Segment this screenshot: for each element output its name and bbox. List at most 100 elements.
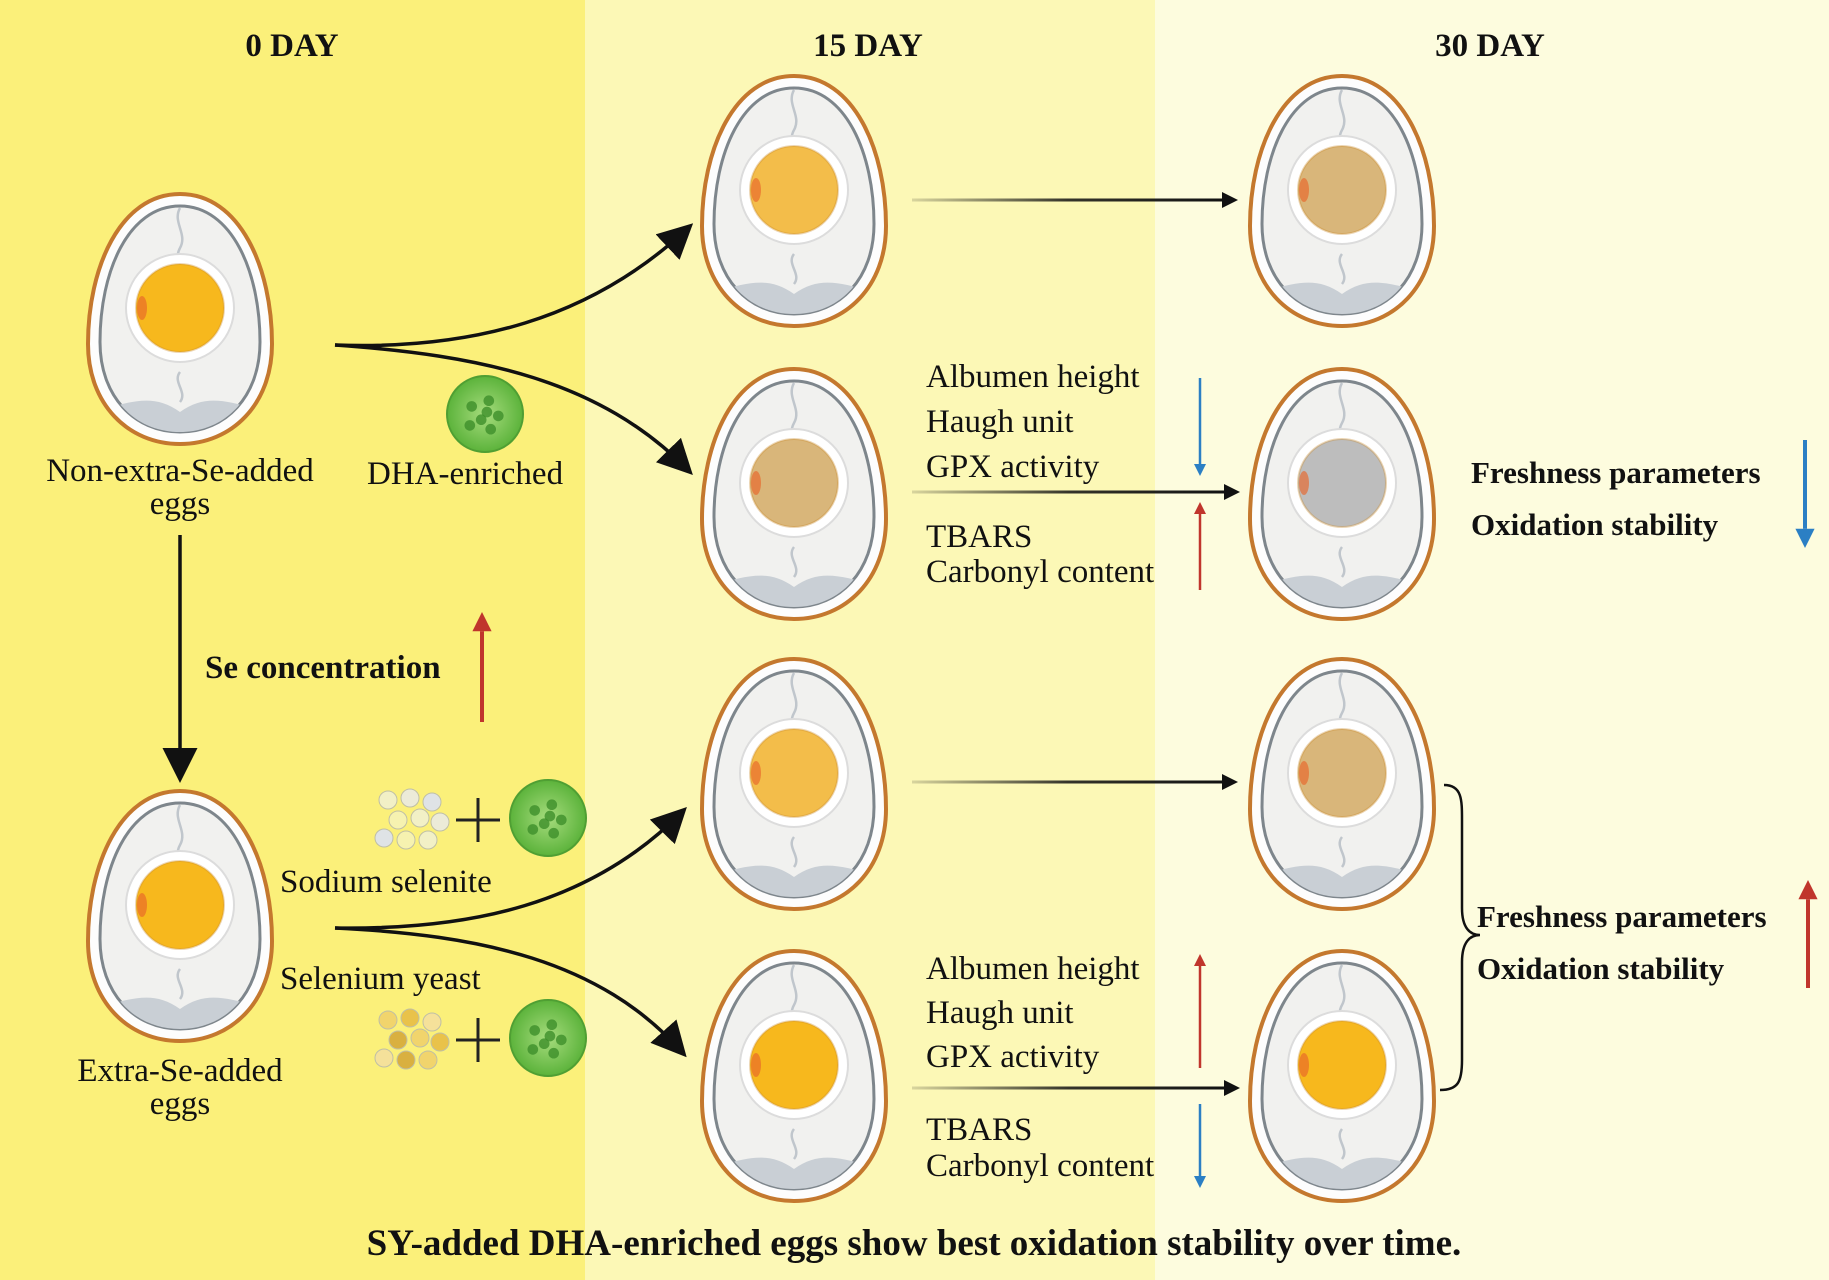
- param-albumen-height: Albumen height: [926, 359, 1140, 395]
- upper-freshness-params: Albumen height Haugh unit GPX activity: [926, 355, 1140, 490]
- yolk: [1297, 728, 1387, 818]
- egg-day15-sodium-selenite: [699, 656, 889, 912]
- brace-se-added-groups: [1439, 783, 1481, 1092]
- trend-up-arrow-se-concentration: [472, 612, 492, 722]
- granule: [388, 810, 408, 830]
- granule: [374, 828, 394, 848]
- granule: [418, 830, 438, 850]
- air-cell: [1262, 1157, 1422, 1189]
- param-haugh-unit: Haugh unit: [926, 404, 1074, 440]
- background-day0: [0, 0, 585, 1280]
- param-tbars: TBARS: [926, 519, 1033, 555]
- air-cell: [100, 400, 260, 432]
- yolk: [1297, 1020, 1387, 1110]
- air-cell: [100, 997, 260, 1029]
- granule: [400, 1008, 420, 1028]
- chalaza-bottom: [790, 546, 798, 578]
- yolk: [135, 263, 225, 353]
- upper-oxidation-params: TBARS Carbonyl content: [926, 520, 1154, 590]
- param-tbars: TBARS: [926, 1112, 1033, 1148]
- air-cell: [714, 282, 874, 314]
- chalaza-bottom: [1338, 836, 1346, 868]
- day0-header: 0 DAY: [245, 28, 339, 64]
- granule: [374, 1048, 394, 1068]
- chalaza-bottom: [1338, 546, 1346, 578]
- outcome-oxidation: Oxidation stability: [1477, 951, 1725, 986]
- yolk: [749, 1020, 839, 1110]
- arrow-day15-to-day30-selenium-yeast: [912, 1086, 1226, 1090]
- egg-day15-dha: [699, 366, 889, 622]
- arrow-day0-to-day15-control: [334, 223, 694, 348]
- selenium-yeast-label: Selenium yeast: [280, 961, 481, 997]
- granule: [430, 812, 450, 832]
- selenium-yeast-granules-icon: [374, 1008, 450, 1070]
- chalaza-bottom: [1338, 253, 1346, 285]
- param-carbonyl-content: Carbonyl content: [926, 554, 1155, 590]
- air-cell: [714, 575, 874, 607]
- trend-up-arrow-lower-freshness: [1194, 954, 1206, 1068]
- param-gpx-activity: GPX activity: [926, 449, 1100, 485]
- arrow-day0-to-day15-selenium-yeast: [334, 926, 687, 1058]
- dha-algae-icon-yeast: [509, 999, 587, 1077]
- yolk: [1297, 145, 1387, 235]
- granule: [410, 1028, 430, 1048]
- trend-up-arrow-upper-oxidation: [1194, 502, 1206, 590]
- air-cell: [1262, 865, 1422, 897]
- yolk: [1297, 438, 1387, 528]
- air-cell: [1262, 575, 1422, 607]
- yolk-germ-spot: [1299, 471, 1309, 495]
- granule: [430, 1032, 450, 1052]
- egg-day0-extra: [85, 788, 275, 1044]
- granule: [410, 808, 430, 828]
- granule: [422, 1012, 442, 1032]
- lower-oxidation-params: TBARS Carbonyl content: [926, 1112, 1154, 1184]
- arrow-day15-to-day30-dha: [912, 490, 1226, 494]
- granule: [388, 1030, 408, 1050]
- day30-header: 30 DAY: [1435, 28, 1545, 64]
- granule: [422, 792, 442, 812]
- plus-sign-yeast: [456, 1018, 500, 1062]
- arrow-day15-to-day30-control: [912, 198, 1224, 202]
- egg-day30-dha: [1247, 366, 1437, 622]
- yolk-germ-spot: [751, 761, 761, 785]
- air-cell: [1262, 282, 1422, 314]
- egg-day15-selenium-yeast: [699, 948, 889, 1204]
- yolk-germ-spot: [751, 178, 761, 202]
- granule: [378, 790, 398, 810]
- upper-outcomes: Freshness parameters Oxidation stability: [1471, 447, 1761, 551]
- outcome-freshness: Freshness parameters: [1471, 455, 1761, 490]
- chalaza-bottom: [1338, 1128, 1346, 1160]
- yolk: [749, 438, 839, 528]
- yolk-germ-spot: [751, 1053, 761, 1077]
- egg-day0-non-extra: [85, 191, 275, 447]
- trend-up-arrow-lower-outcomes: [1798, 880, 1818, 988]
- yolk-germ-spot: [137, 296, 147, 320]
- trend-down-arrow-lower-oxidation: [1194, 1104, 1206, 1188]
- sodium-selenite-granules-icon: [374, 788, 450, 850]
- param-carbonyl-content: Carbonyl content: [926, 1148, 1155, 1184]
- plus-sign-selenite: [456, 798, 500, 842]
- granule: [400, 788, 420, 808]
- yolk-germ-spot: [137, 893, 147, 917]
- air-cell: [714, 865, 874, 897]
- arrow-day15-to-day30-dha-head: [1224, 484, 1240, 500]
- chalaza-bottom: [176, 371, 184, 403]
- yolk-germ-spot: [751, 471, 761, 495]
- sodium-selenite-label: Sodium selenite: [280, 864, 492, 900]
- lower-freshness-params: Albumen height Haugh unit GPX activity: [926, 947, 1140, 1079]
- outcome-freshness: Freshness parameters: [1477, 899, 1767, 934]
- yolk: [749, 145, 839, 235]
- yolk-germ-spot: [1299, 178, 1309, 202]
- trend-down-arrow-upper-freshness: [1194, 378, 1206, 476]
- arrow-day15-to-day30-sodium-selenite: [912, 780, 1224, 784]
- dha-enriched-label: DHA-enriched: [367, 456, 564, 492]
- yolk: [749, 728, 839, 818]
- footer-conclusion: SY-added DHA-enriched eggs show best oxi…: [366, 1223, 1462, 1264]
- lower-outcomes: Freshness parameters Oxidation stability: [1477, 891, 1767, 995]
- param-gpx-activity: GPX activity: [926, 1039, 1100, 1075]
- granule: [396, 830, 416, 850]
- se-concentration-label: Se concentration: [205, 650, 441, 686]
- arrow-day15-to-day30-selenium-yeast-head: [1224, 1080, 1240, 1096]
- arrow-day15-to-day30-control-head: [1222, 192, 1238, 208]
